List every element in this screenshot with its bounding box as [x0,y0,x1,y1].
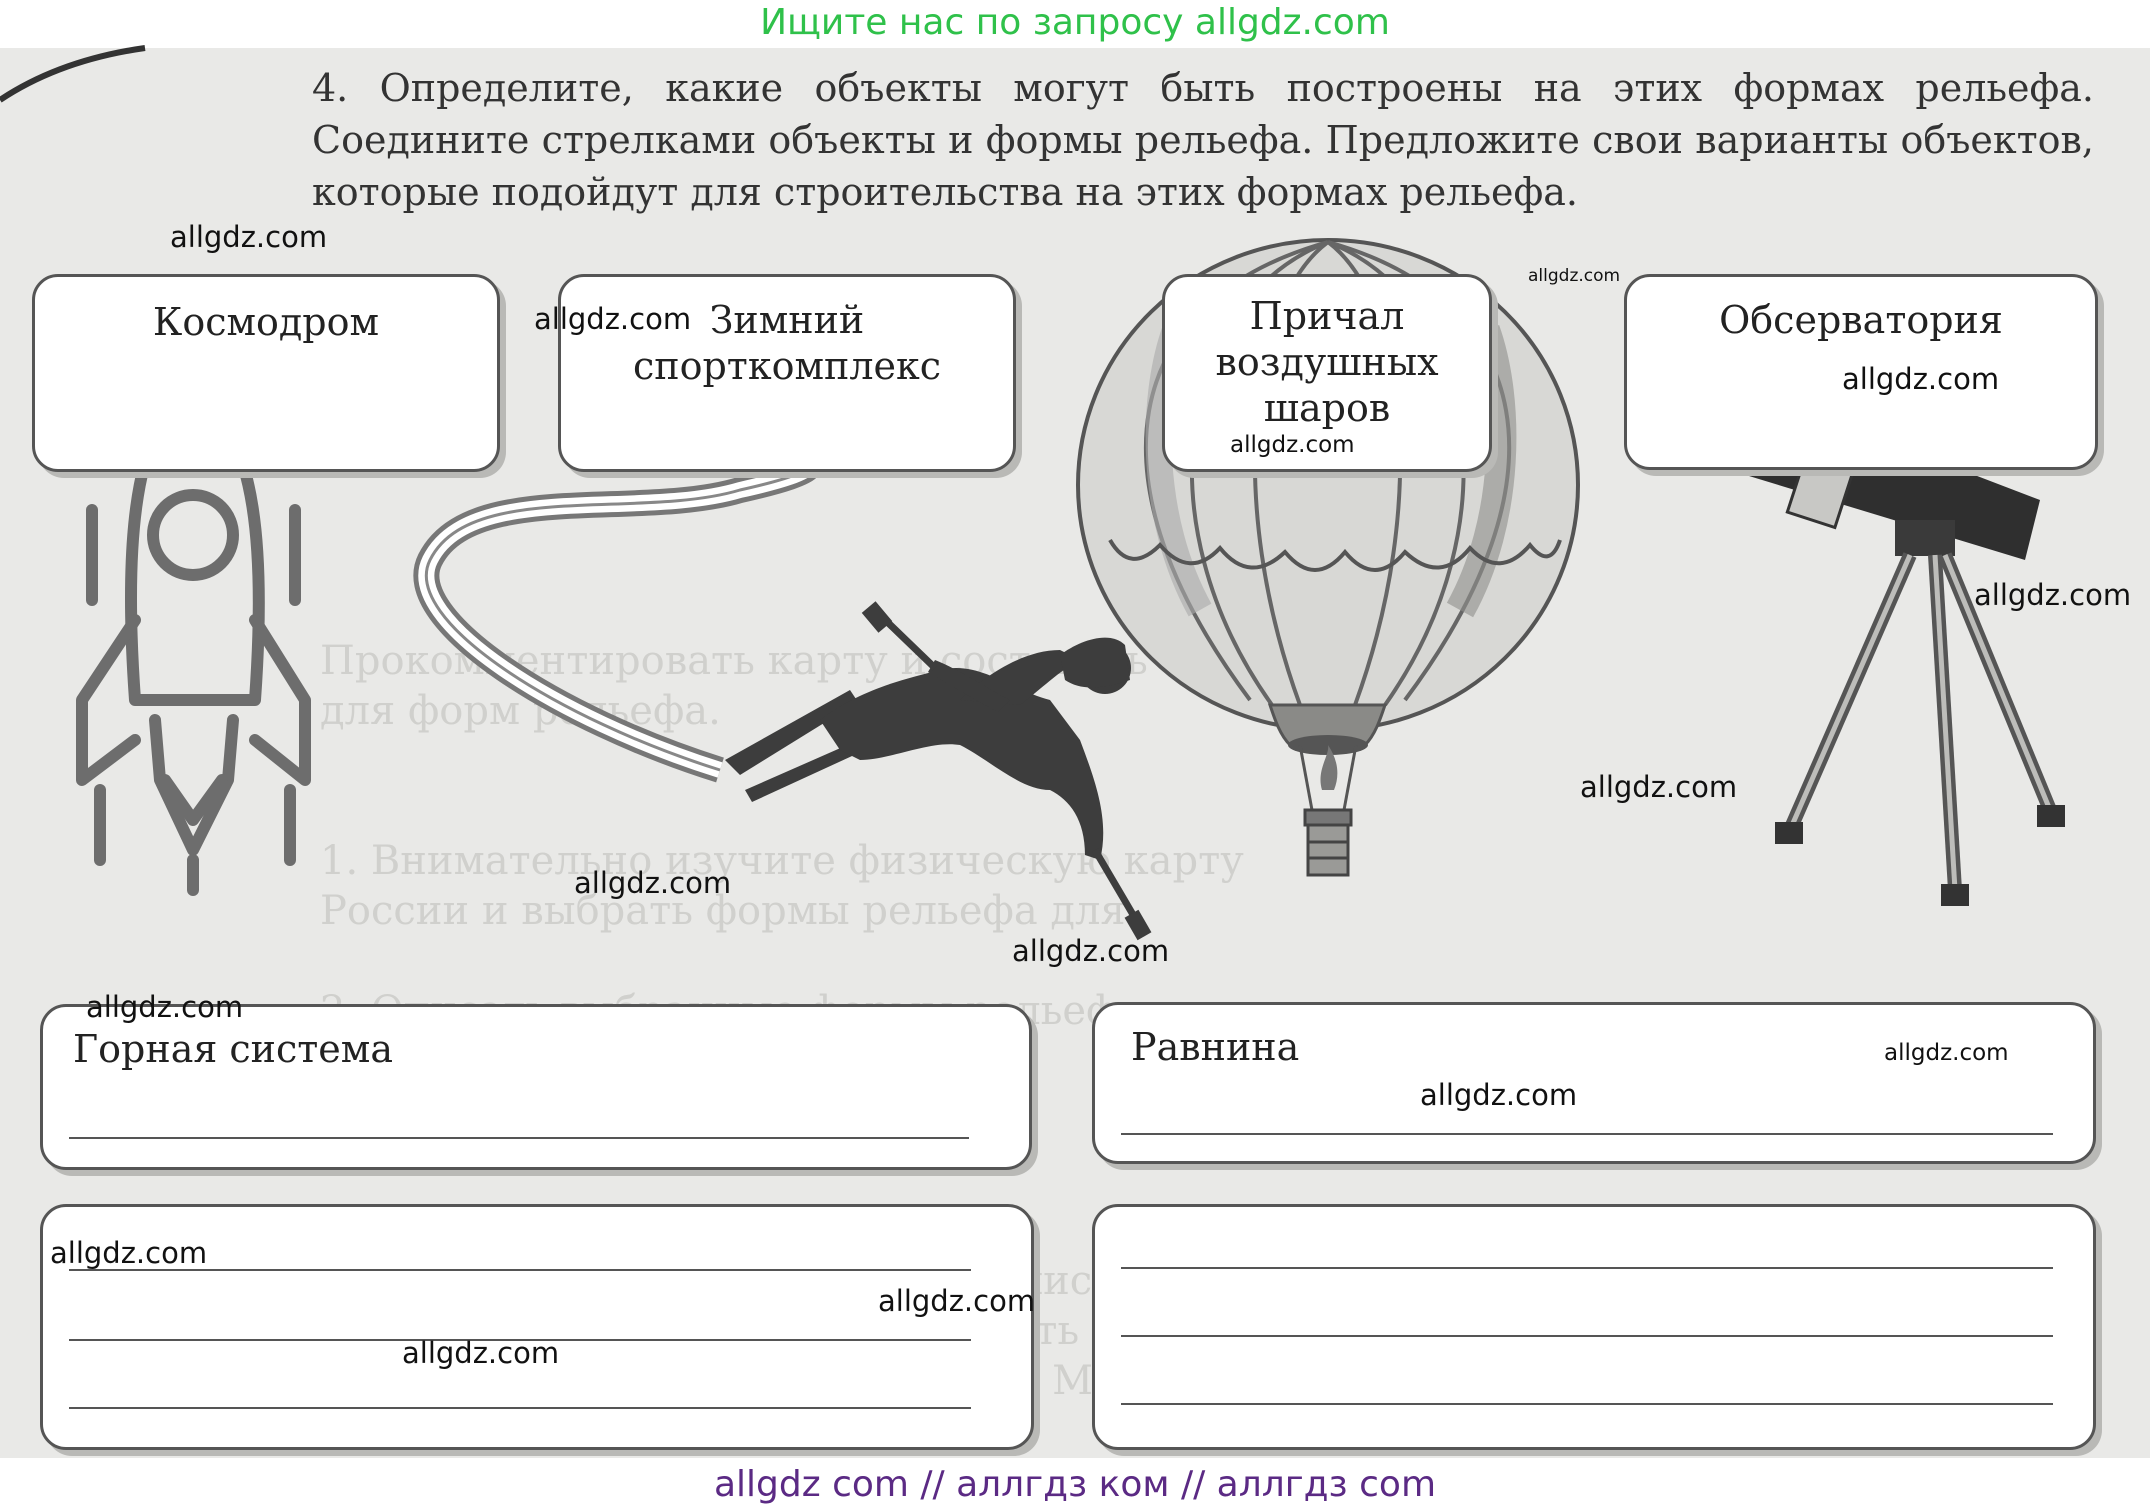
object-label-balloon-line3: шаров [1263,386,1391,430]
decorative-arc [0,45,146,103]
watermark: allgdz.com [878,1284,1036,1318]
object-label-balloon-line2: воздушных [1215,340,1439,384]
answer-line[interactable] [69,1269,971,1271]
bottom-banner[interactable]: allgdz com // аллгдз ком // аллгдз com [713,1464,1437,1505]
watermark: allgdz.com [1420,1078,1578,1112]
answer-line[interactable] [1121,1267,2053,1269]
watermark: allgdz.com [1842,362,2000,396]
object-label-observatory: Обсерватория [1719,298,2003,342]
skier-icon [725,601,1152,941]
answer-line[interactable] [69,1407,971,1409]
answer-box-mountain[interactable] [40,1204,1034,1450]
watermark: allgdz.com [1974,578,2132,612]
object-label-cosmodrome: Космодром [152,300,380,344]
watermark: allgdz.com [534,302,692,336]
object-card-observatory[interactable]: Обсерватория [1624,274,2098,470]
object-label-balloon-line1: Причал [1249,294,1405,338]
answer-line[interactable] [1121,1133,2053,1135]
landform-card-mountain[interactable]: Горная система [40,1004,1032,1170]
watermark: allgdz.com [574,866,732,900]
watermark: allgdz.com [402,1336,560,1370]
ski-track-icon [413,442,823,783]
top-banner[interactable]: Ищите нас по запросу allgdz.com [760,2,1390,43]
landform-card-plain[interactable]: Равнина [1092,1002,2096,1164]
answer-line[interactable] [1121,1335,2053,1337]
object-label-winter-sports-line2: спорткомплекс [632,344,941,388]
answer-line[interactable] [69,1339,971,1341]
bleed-through-text: России и выбрать формы рельефа для [320,888,1126,934]
object-card-winter-sports-complex[interactable]: Зимний спорткомплекс [558,274,1016,472]
landform-label-mountain: Горная система [73,1027,394,1071]
object-label-winter-sports-line1: Зимний [709,298,865,342]
watermark: allgdz.com [170,220,328,254]
bleed-through-text: для форм рельефа. [320,688,721,734]
watermark: allgdz.com [1528,266,1621,286]
watermark: allgdz.com [1884,1040,2009,1066]
watermark: allgdz.com [1012,934,1170,968]
watermark: allgdz.com [1580,770,1738,804]
object-card-balloon-pier[interactable]: Причал воздушных шаров [1162,274,1492,472]
watermark: allgdz.com [50,1236,208,1270]
task-text: 4. Определите, какие объекты могут быть … [312,66,2094,214]
object-card-cosmodrome[interactable]: Космодром [32,274,500,472]
answer-line[interactable] [69,1137,969,1139]
landform-label-plain: Равнина [1131,1025,1300,1069]
answer-box-plain[interactable] [1092,1204,2096,1450]
watermark: allgdz.com [86,990,244,1024]
watermark: allgdz.com [1230,432,1355,458]
answer-line[interactable] [1121,1403,2053,1405]
